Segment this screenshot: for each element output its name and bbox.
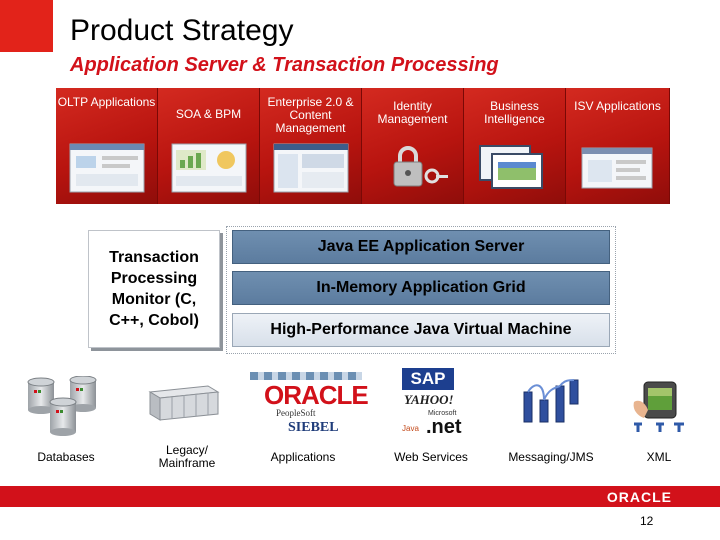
web-services-logo-group: SAP YAHOO! Microsoft .net Java xyxy=(398,368,468,440)
portal-thumbnail-icon xyxy=(273,143,349,193)
tile-label: Identity Management xyxy=(377,99,448,126)
peoplesoft-banner xyxy=(250,372,362,380)
yahoo-logo-text: YAHOO! xyxy=(404,392,454,407)
red-accent-tab xyxy=(0,0,53,52)
app-window-icon xyxy=(581,147,653,189)
tile-label: Enterprise 2.0 & Content Management xyxy=(267,95,354,135)
dotnet-logo-text: .net xyxy=(426,416,462,438)
oracle-logo-text: ORACLE xyxy=(264,380,369,410)
java-ee-server-bar: Java EE Application Server xyxy=(232,230,610,264)
tp-monitor-box: Transaction Processing Monitor (C, C++, … xyxy=(88,230,220,348)
microsoft-logo-text: Microsoft xyxy=(428,410,457,417)
app-grid-bar: In-Memory Application Grid xyxy=(232,271,610,305)
java-logo-text: Java xyxy=(402,424,419,433)
report-windows-icon xyxy=(479,145,543,189)
tile-label: Business Intelligence xyxy=(484,99,545,126)
sap-logo-text: SAP xyxy=(402,368,454,390)
tile-label: OLTP Applications xyxy=(57,95,156,109)
tile-soa-bpm: SOA & BPM xyxy=(158,88,260,204)
legacy-mainframe-label: Legacy/ Mainframe xyxy=(158,443,216,470)
databases-label: Databases xyxy=(37,450,95,464)
platform-stack-frame xyxy=(226,226,616,354)
jvm-label: High-Performance Java Virtual Machine xyxy=(270,321,572,338)
java-ee-server-label: Java EE Application Server xyxy=(317,238,525,255)
dashboard-thumbnail-icon xyxy=(171,143,247,193)
tile-identity-management: Identity Management xyxy=(362,88,464,204)
footer-oracle-logo: ORACLE xyxy=(606,489,672,505)
tile-business-intelligence: Business Intelligence xyxy=(464,88,566,204)
lock-keys-icon xyxy=(393,146,448,187)
applications-logo-group: ORACLE PeopleSoft SIEBEL xyxy=(250,372,369,440)
tp-monitor-label: Transaction Processing Monitor (C, C++, … xyxy=(109,249,199,329)
database-cluster-icon xyxy=(27,376,97,436)
tile-oltp-applications: OLTP Applications xyxy=(56,88,158,204)
tile-isv-applications: ISV Applications xyxy=(566,88,670,204)
applications-label: Applications xyxy=(270,450,336,464)
siebel-logo-text: SIEBEL xyxy=(288,420,339,435)
peoplesoft-logo-text: PeopleSoft xyxy=(276,408,316,418)
page-number: 12 xyxy=(640,514,654,528)
app-grid-label: In-Memory Application Grid xyxy=(316,279,526,296)
screenshot-thumbnail-icon xyxy=(69,143,145,193)
messaging-label: Messaging/JMS xyxy=(508,450,594,464)
web-services-label: Web Services xyxy=(394,450,468,464)
tile-label: SOA & BPM xyxy=(175,107,242,121)
tile-label: ISV Applications xyxy=(574,99,661,113)
footer-bar: ORACLE xyxy=(0,486,720,507)
mainframe-icon xyxy=(148,385,220,421)
page-title: Product Strategy xyxy=(70,14,294,47)
messaging-queue-icon xyxy=(523,379,579,423)
tile-enterprise-content: Enterprise 2.0 & Content Management xyxy=(260,88,362,204)
jvm-bar: High-Performance Java Virtual Machine xyxy=(232,313,610,347)
page-subtitle: Application Server & Transaction Process… xyxy=(70,54,499,76)
xml-label: XML xyxy=(646,450,672,464)
xml-device-icon xyxy=(633,381,684,432)
